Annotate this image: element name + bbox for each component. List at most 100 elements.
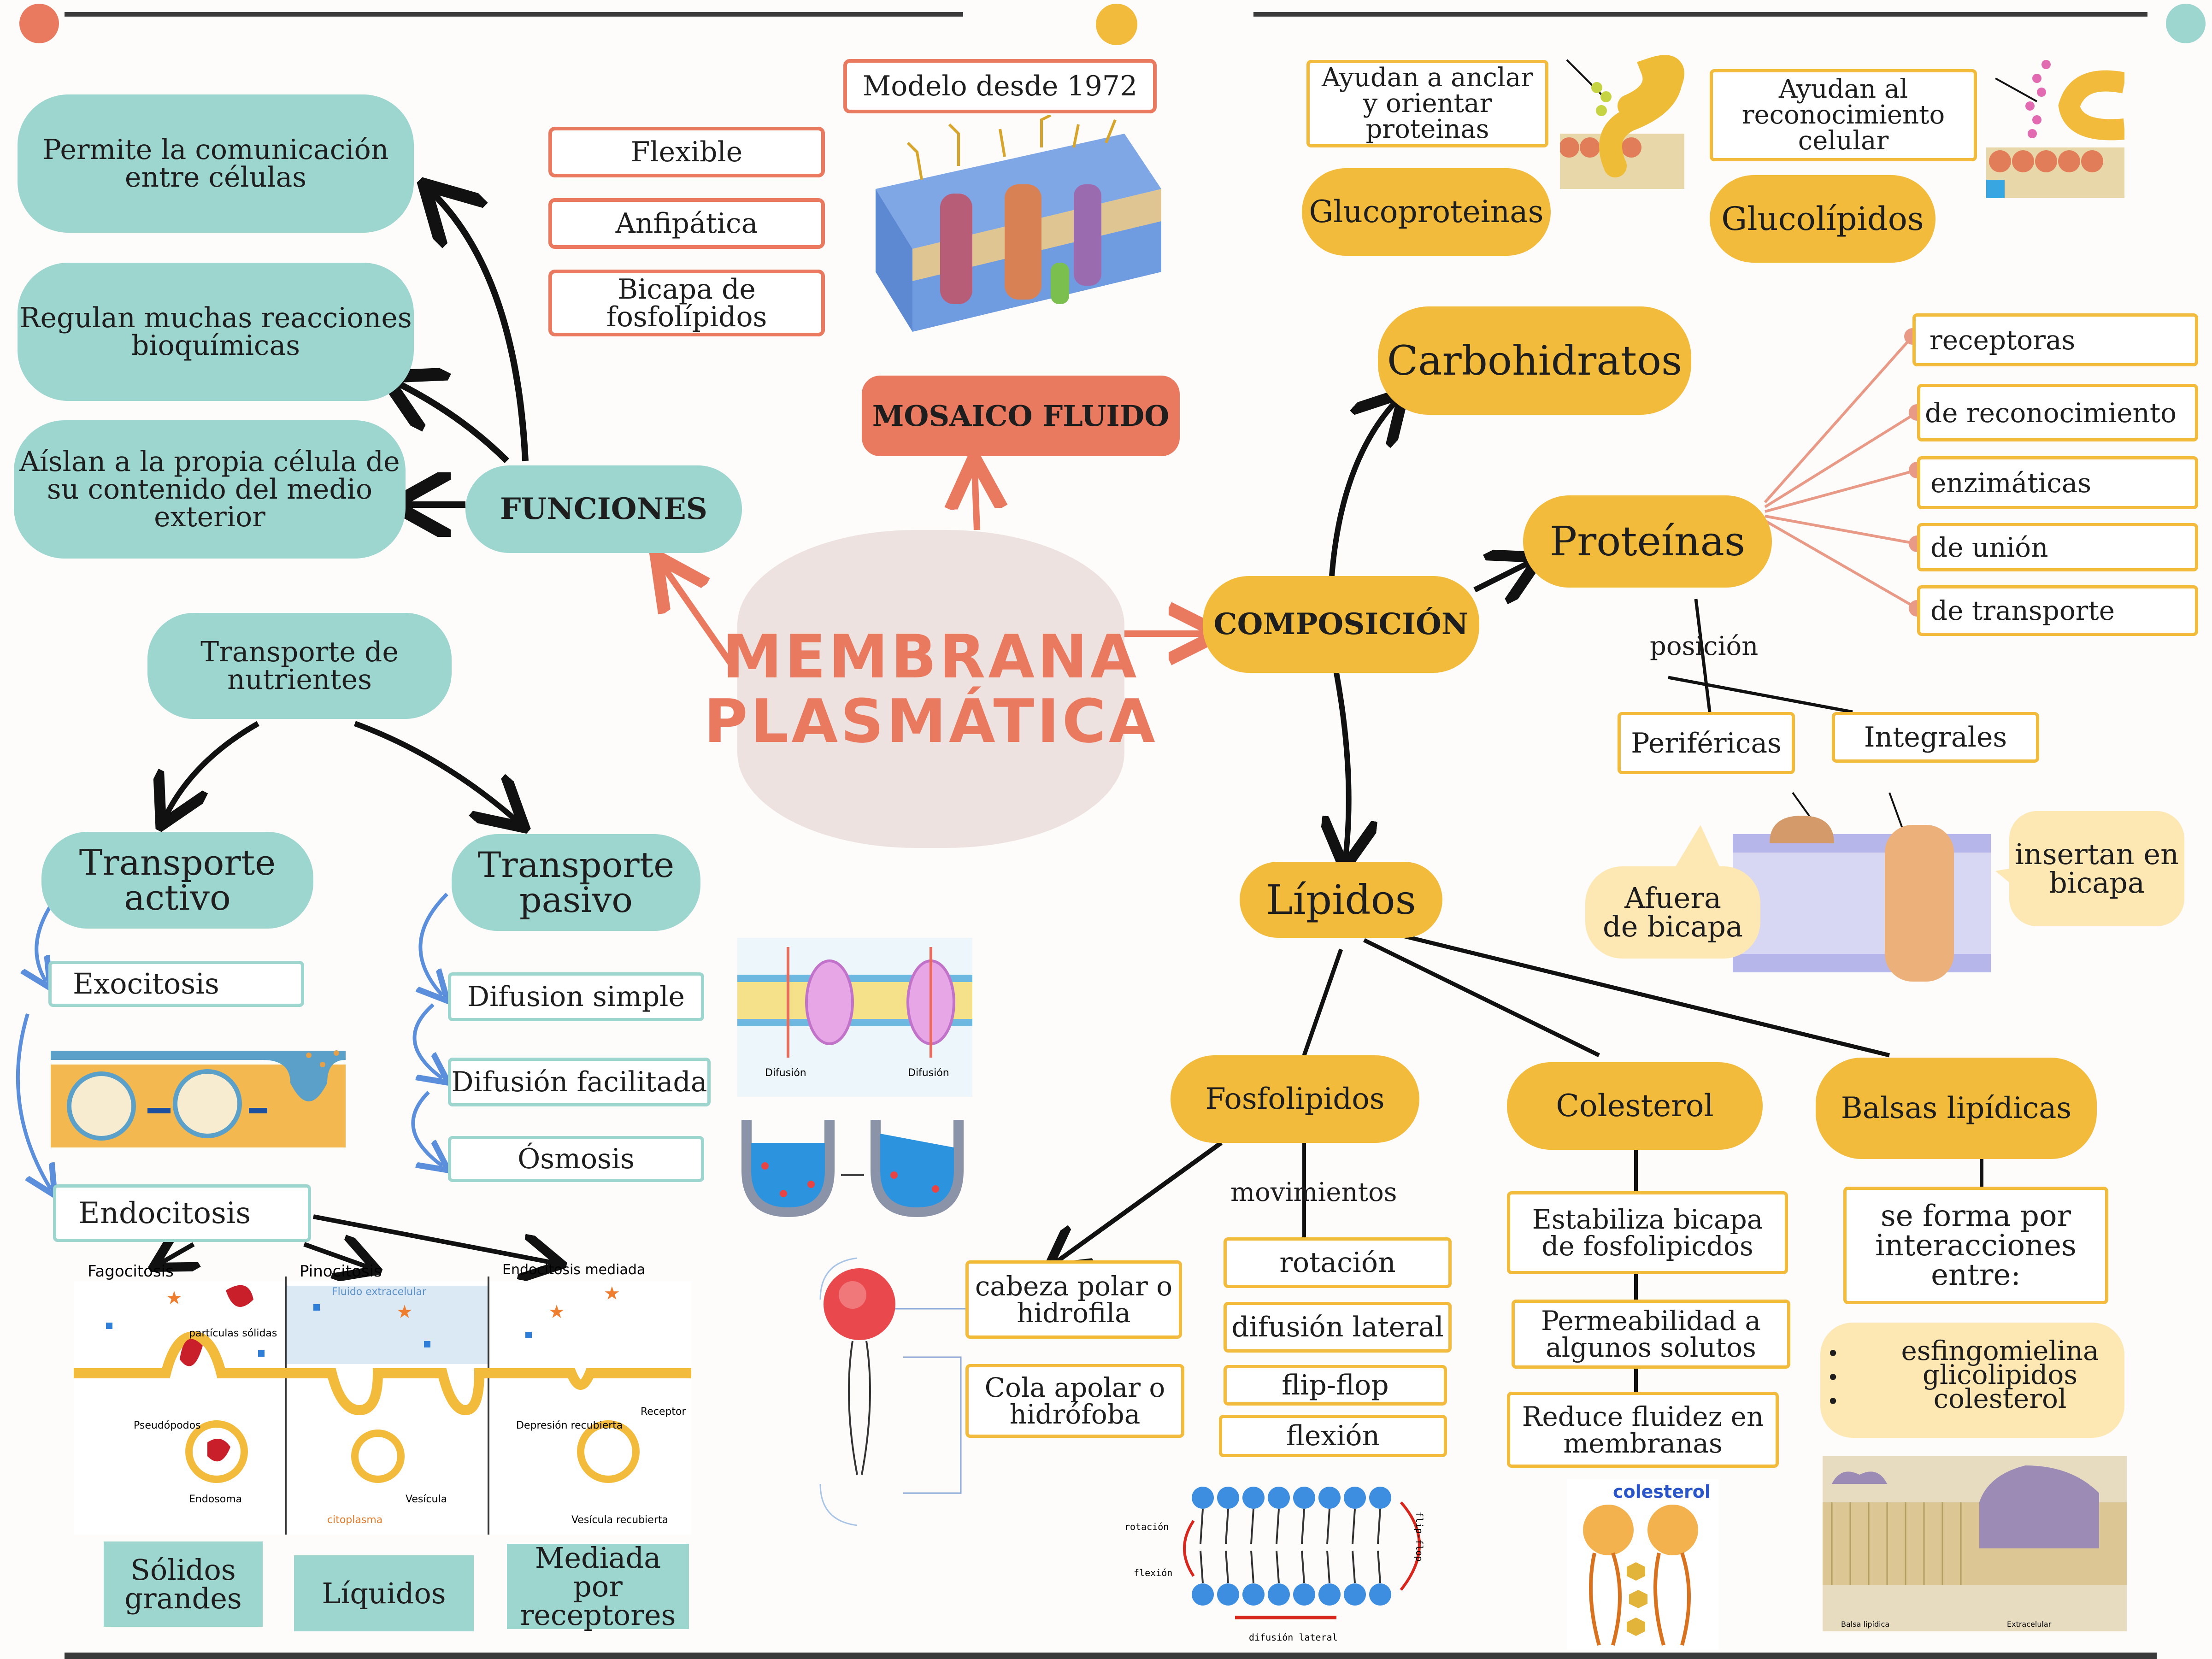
transporte-nutrientes-text: Transporte de nutrientes (200, 636, 399, 696)
exocitosis-box: Exocitosis (48, 961, 304, 1007)
phospholipid-molecule-illustration (819, 1257, 895, 1526)
liquidos-text: Líquidos (322, 1576, 446, 1610)
colesterol-item-1-text: Estabiliza bicapa de fosfolipicdos (1532, 1204, 1763, 1262)
balsas-item-3: colesterol (1933, 1383, 2067, 1414)
glucolipidos-label: Glucolípidos (1721, 200, 1924, 238)
glucoproteinas-desc-text: Ayudan a anclar y orientar proteinas (1321, 63, 1534, 144)
colesterol-item-2-text: Permeabilidad a algunos solutos (1541, 1305, 1761, 1363)
glucolipidos-node: Glucolípidos (1710, 175, 1936, 263)
balsas-item-2: glicolipidos (1922, 1359, 2078, 1390)
cola-apolar-text: Cola apolar o hidrófoba (984, 1372, 1165, 1430)
prot-type-3-box: enzimáticas (1917, 456, 2198, 509)
difusion-simple-fig-label: Difusión (765, 1067, 806, 1079)
line-perifericas (1694, 599, 1712, 712)
mov-rotacion-text: rotación (1279, 1247, 1396, 1279)
prot-type-5-text: de transporte (1930, 595, 2115, 626)
top-rule-right (1253, 12, 2147, 17)
liquidos-box: Líquidos (294, 1555, 474, 1631)
decor-dot-teal (2166, 4, 2206, 43)
fosfolipidos-node: Fosfolipidos (1171, 1055, 1419, 1143)
balsas-label: Balsas lipídicas (1841, 1091, 2072, 1125)
composicion-node: COMPOSICIÓN (1203, 576, 1479, 673)
glucolipidos-desc-text: Ayudan al reconocimiento celular (1741, 74, 1945, 156)
fig-balsas-label-2: Extracelular (2007, 1620, 2052, 1629)
difusion-illustration: Difusión Difusión (737, 938, 972, 1097)
insertan-bicapa-text: insertan en bicapa (2014, 837, 2179, 900)
fig-vesicula-recubierta-label: Vesícula recubierta (571, 1514, 668, 1526)
line-integrales (1668, 676, 1853, 714)
mov-flexion-text: flexión (1286, 1420, 1380, 1452)
funcion-item-2: Regulan muchas reacciones bioquímicas (18, 263, 414, 401)
fig-citoplasma-label: citoplasma (327, 1514, 382, 1526)
perifericas-box: Periféricas (1618, 712, 1795, 774)
arrow-to-carbohidratos (1329, 401, 1396, 577)
top-rule-left (65, 12, 963, 17)
prop-anfipatica-text: Anfipática (615, 207, 758, 240)
svg-text:★: ★ (604, 1283, 620, 1304)
prop-flexible-box: Flexible (548, 127, 825, 177)
carbohidratos-label: Carbohidratos (1387, 336, 1683, 384)
proteinas-fan (1764, 335, 1918, 610)
prop-flexible-text: Flexible (630, 136, 743, 168)
prop-bicapa-text: Bicapa de fosfolípidos (606, 273, 767, 333)
blue-arrow-exo (36, 897, 57, 982)
fig-rotacion-label: rotación (1124, 1521, 1169, 1532)
colesterol-item-3-box: Reduce fluidez en membranas (1507, 1392, 1779, 1468)
arrow-to-activo (166, 721, 259, 816)
prot-type-5-box: de transporte (1917, 585, 2198, 636)
arrow-to-proteinas (1473, 562, 1530, 590)
arrow-to-pasivo (353, 721, 516, 820)
colesterol-illustration: colesterol (1567, 1479, 1719, 1650)
modelo-1972-text: Modelo desde 1972 (862, 70, 1138, 102)
prot-type-2-box: de reconocimiento (1917, 384, 2198, 441)
mosaico-fluido-label: MOSAICO FLUIDO (872, 399, 1170, 433)
arrow-receptores (313, 1214, 553, 1263)
prot-type-1-box: receptoras (1912, 313, 2198, 366)
svg-text:★: ★ (396, 1301, 413, 1323)
transporte-pasivo-node: Transporte pasivo (452, 834, 700, 931)
protein-position-illustration (1733, 816, 1991, 982)
arrow-to-funciones (664, 567, 740, 675)
glucoproteinas-node: Glucoproteinas (1302, 168, 1551, 256)
bubble-tail-afuera (1673, 825, 1724, 876)
arrow-fagocitosis (161, 1244, 194, 1263)
exocitosis-text: Exocitosis (73, 967, 219, 1000)
fig-flexion-label: flexión (1134, 1567, 1172, 1578)
difusion-facilitada-text: Difusión facilitada (451, 1066, 707, 1098)
bullet-3: • (1827, 1389, 1840, 1414)
glucoproteinas-desc-box: Ayudan a anclar y orientar proteinas (1306, 60, 1548, 147)
afuera-bicapa-text: Afuera de bicapa (1603, 881, 1743, 943)
mov-rotacion-box: rotación (1224, 1237, 1452, 1288)
protein-blobs (940, 184, 1101, 304)
prot-type-4-box: de unión (1917, 523, 2198, 571)
fig-fagocitosis-label: Fagocitosis (88, 1262, 174, 1281)
center-hexagon: MEMBRANA PLASMÁTICA (704, 530, 1155, 848)
movimientos-label: movimientos (1230, 1177, 1397, 1207)
colesterol-node: Colesterol (1507, 1062, 1763, 1150)
fig-pseudopodos-label: Pseudópodos (134, 1420, 201, 1431)
blue-arrow-dif3 (411, 1091, 442, 1166)
center-title-line1: MEMBRANA (722, 621, 1140, 692)
osmosis-illustration (741, 1120, 964, 1218)
line-colesterol (1363, 938, 1600, 1058)
proteinas-node: Proteínas (1523, 495, 1772, 588)
posicion-label: posición (1650, 631, 1759, 661)
balsas-item-1: esfingomielina (1901, 1335, 2099, 1366)
bullet-1: • (1827, 1341, 1840, 1366)
fig-balsas-label-1: Balsa lipídica (1841, 1620, 1889, 1629)
fosfolipid-pointer-tail (903, 1356, 962, 1494)
glucoproteinas-label: Glucoproteinas (1309, 194, 1544, 229)
fig-colesterol-label: colesterol (1613, 1482, 1711, 1502)
balsas-desc-box: se forma por interacciones entre: (1843, 1187, 2108, 1304)
transporte-activo-node: Transporte activo (41, 832, 313, 929)
insertan-bicapa-bubble: insertan en bicapa (2009, 811, 2184, 926)
prot-type-3-text: enzimáticas (1930, 467, 2092, 499)
arrow-to-lipidos (1336, 672, 1349, 857)
endocitosis-text: Endocitosis (78, 1196, 251, 1230)
funcion-item-2-text: Regulan muchas reacciones bioquímicas (19, 302, 412, 362)
line-fosfolipidos (1302, 948, 1343, 1056)
line-balsas (1382, 929, 1890, 1058)
blue-arrow-dif1 (420, 893, 447, 995)
blue-arrow-dif2 (412, 1003, 443, 1078)
funcion-item-1: Permite la comunicación entre células (18, 94, 414, 233)
